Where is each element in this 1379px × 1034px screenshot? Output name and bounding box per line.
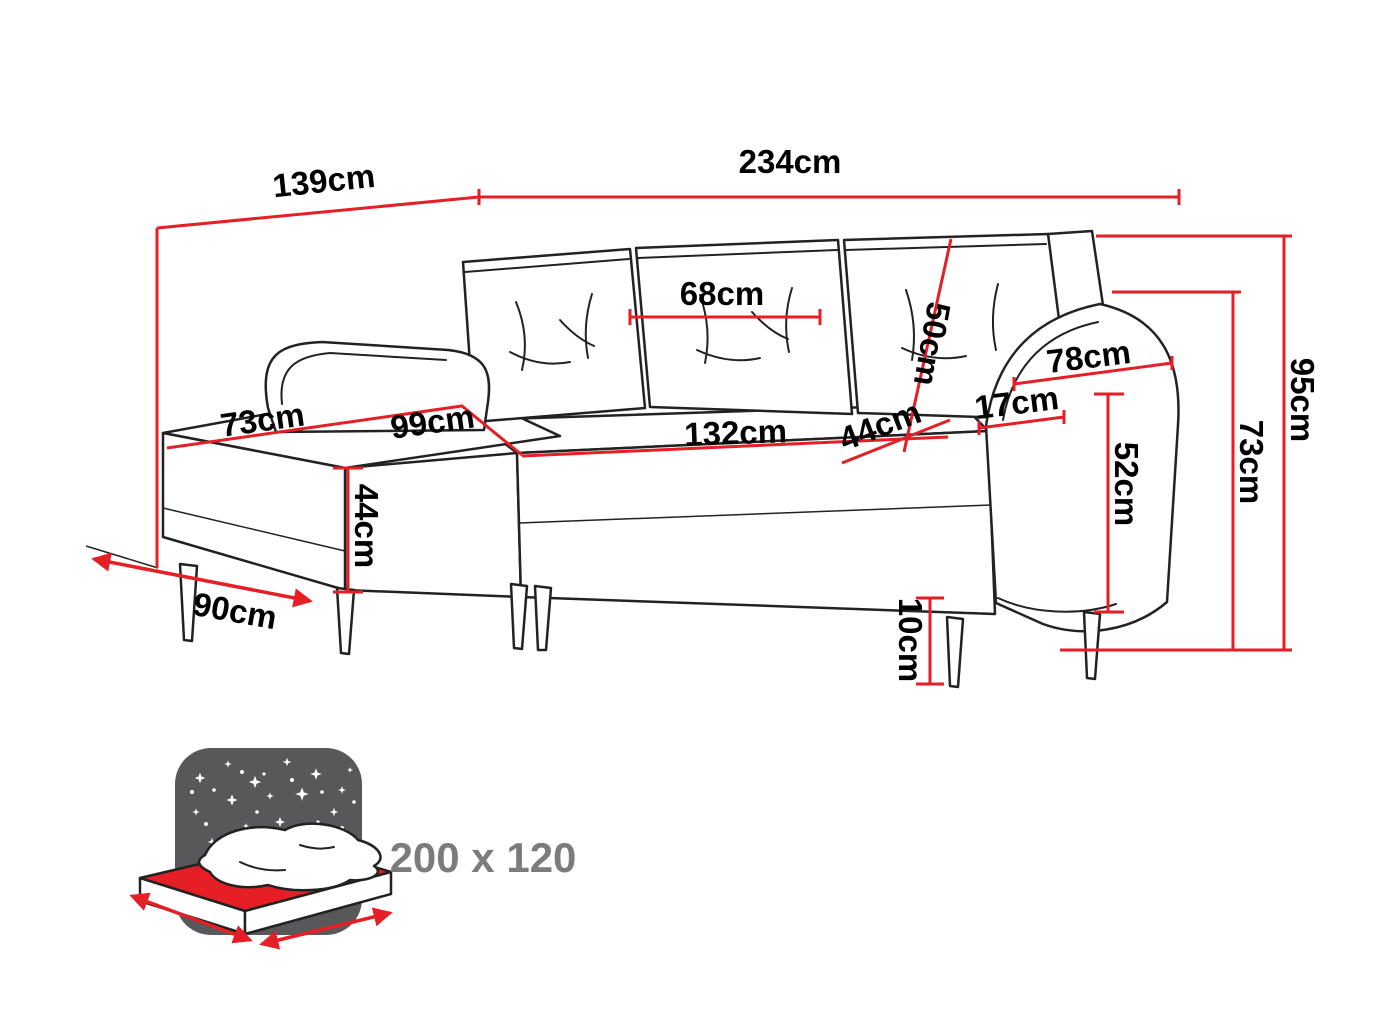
sofa-front-face (515, 429, 997, 616)
back-cushion-middle (634, 238, 854, 416)
dim-armrest-height-52: 52cm (1094, 392, 1145, 614)
sofa-legs (178, 562, 1102, 689)
dim-seat-width-132: 132cm (521, 412, 949, 458)
dim-armrest-width-17: 17cm (972, 379, 1066, 435)
dim-sofa-width-234: 234cm (477, 143, 1181, 205)
dimension-label-132: 132cm (684, 412, 788, 453)
dim-cushion-width-68: 68cm (628, 275, 822, 325)
dim-total-height-95: 95cm (1060, 234, 1321, 652)
dimension-label-234: 234cm (739, 143, 842, 180)
dimension-label-10: 10cm (892, 598, 929, 682)
dimension-label-73-right: 73cm (1233, 420, 1270, 504)
blanket-icon (197, 822, 382, 892)
back-cushion-left (461, 247, 647, 424)
dim-backrest-height-73: 73cm (1112, 290, 1270, 650)
dimension-label-52: 52cm (1108, 442, 1145, 526)
dimension-label-44-height: 44cm (348, 484, 385, 568)
bed-length-arrow (129, 892, 253, 944)
dim-seat-height-44: 44cm (333, 466, 385, 594)
sleeping-area-label: 200 x 120 (390, 834, 577, 881)
dim-leg-height-10: 10cm (892, 596, 944, 686)
dimension-label-68: 68cm (680, 275, 764, 312)
sleeping-area-section: 200 x 120 (129, 748, 577, 950)
mattress-icon (129, 822, 393, 950)
bed-width-arrow (259, 907, 393, 950)
dimensions: 139cm 234cm 68cm 50cm 78cm 17cm (91, 143, 1321, 686)
dimension-label-139: 139cm (271, 157, 377, 205)
dimension-label-95: 95cm (1284, 358, 1321, 442)
